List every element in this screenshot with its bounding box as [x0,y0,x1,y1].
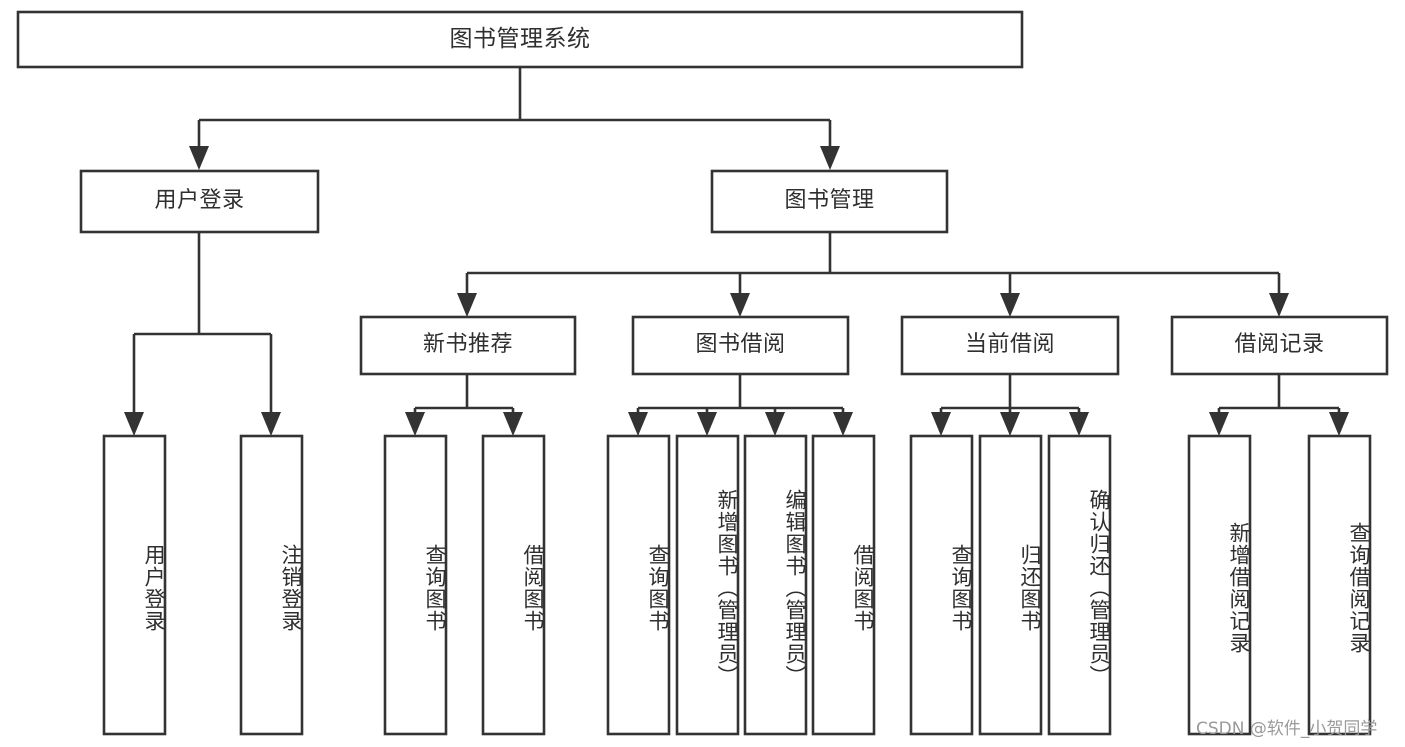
node-book-manage[interactable] [710,169,949,234]
leaf-box[interactable] [606,434,671,736]
connector-group-current-borrow [931,374,1089,436]
node-user-login[interactable] [79,169,320,234]
leaf-box[interactable] [978,434,1043,736]
leaf-box[interactable] [102,434,167,736]
connector-group-user-login [124,232,281,436]
leaf-box[interactable] [743,434,808,736]
connector-group-book-manage [457,232,1289,317]
connector-group-book-borrow [628,374,853,436]
leaf-box[interactable] [675,434,740,736]
connector-group-new-book [405,374,523,436]
leaf-box[interactable] [239,434,304,736]
node-current-borrow[interactable] [900,315,1120,376]
watermark: CSDN @软件_小贺同学 [1196,719,1378,739]
leaf-box[interactable] [481,434,546,736]
node-root[interactable] [16,10,1024,69]
node-book-borrow[interactable] [631,315,850,376]
leaf-box[interactable] [1187,434,1252,736]
connector-group-borrow-record [1209,374,1349,436]
leaf-box[interactable] [383,434,448,736]
leaf-box[interactable] [1047,434,1112,736]
connector-group-root [189,67,840,170]
node-new-book-recommend[interactable] [359,315,577,376]
leaf-box[interactable] [909,434,974,736]
leaf-box[interactable] [1307,434,1372,736]
node-borrow-record[interactable] [1170,315,1389,376]
leaf-box[interactable] [811,434,876,736]
